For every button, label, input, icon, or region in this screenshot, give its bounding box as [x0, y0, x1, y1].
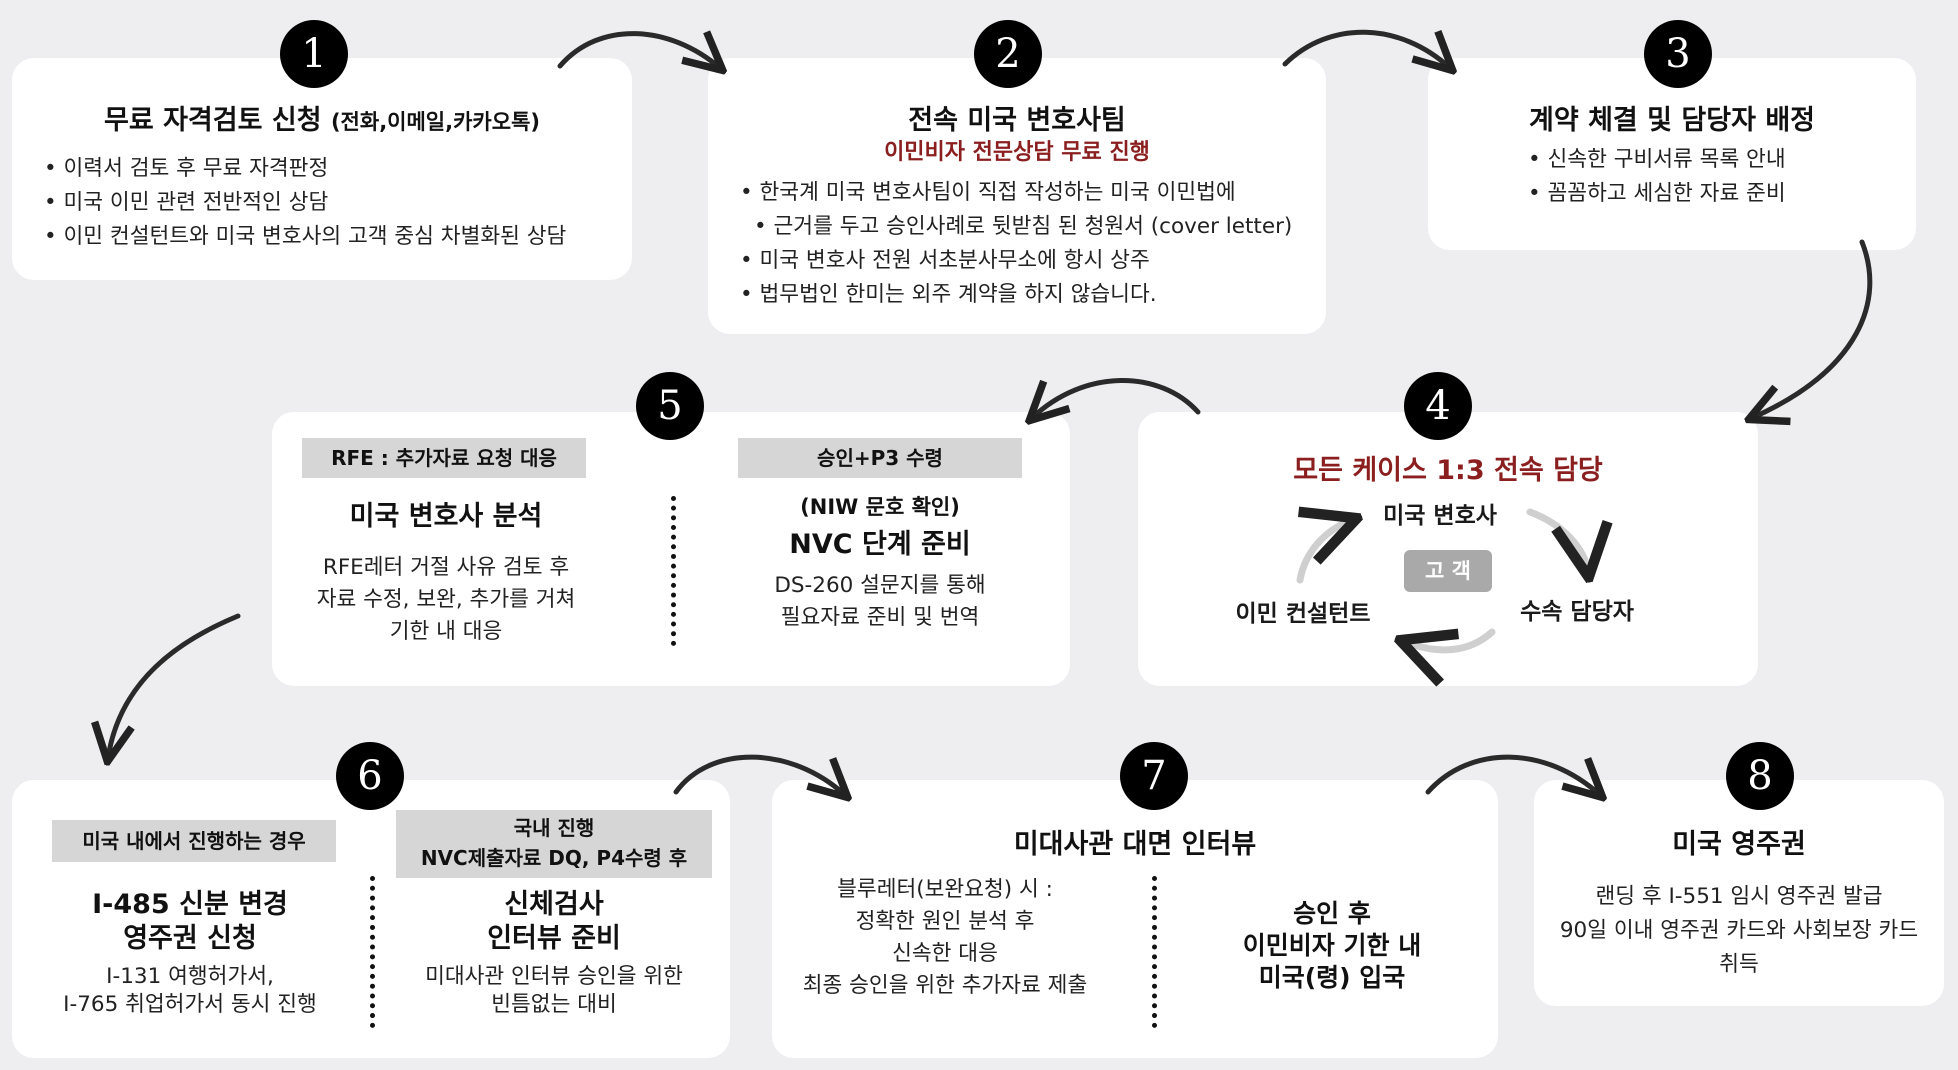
step-1-bullets: 이력서 검토 후 무료 자격판정 미국 이민 관련 전반적인 상담 이민 컨설턴…: [44, 152, 567, 254]
step-3-title: 계약 체결 및 담당자 배정: [1529, 105, 1815, 136]
arrow-6-to-7: [673, 754, 845, 795]
list-item: 이력서 검토 후 무료 자격판정: [44, 152, 566, 186]
step-4-customer-box: 고 객: [1404, 550, 1492, 592]
cycle-arrow-left: [1296, 520, 1352, 584]
step-1-title: 무료 자격검토 신청 (전화,이메일,카카오톡): [104, 105, 540, 136]
arrow-1-to-2: [557, 34, 720, 68]
step-5-divider: [671, 496, 676, 646]
step-5-left-tag: RFE : 추가자료 요청 대응: [302, 438, 586, 478]
step-4-role-consultant: 이민 컨설턴트: [1235, 601, 1371, 627]
arrow-7-to-8: [1425, 754, 1600, 795]
arrow-3-to-4: [1752, 239, 1873, 418]
step-8-text: 랜딩 후 I-551 임시 영주권 발급 90일 이내 영주권 카드와 사회보장…: [1559, 884, 1919, 977]
list-item: 근거를 두고 승인사례로 뒷받침 된 청원서 (cover letter): [740, 210, 1293, 244]
step-2-number: 2: [974, 20, 1042, 88]
list-item: 한국계 미국 변호사팀이 직접 작성하는 미국 이민법에: [740, 176, 1292, 210]
step-6-left-title: I-485 신분 변경 영주권 신청: [92, 889, 288, 954]
step-5-left-text: RFE레터 거절 사유 검토 후 자료 수정, 보완, 추가를 거쳐 기한 내 …: [316, 555, 576, 644]
list-item: 꼼꼼하고 세심한 자료 준비: [1528, 177, 1786, 211]
step-4-role-lawyer: 미국 변호사: [1383, 503, 1497, 529]
step-7-title: 미대사관 대면 인터뷰: [1013, 829, 1257, 860]
step-6-right-tag: 국내 진행 NVC제출자료 DQ, P4수령 후: [396, 810, 712, 878]
step-8-card: [1534, 780, 1944, 1006]
step-5-right-pre: (NIW 문호 확인): [800, 495, 960, 519]
list-item: 신속한 구비서류 목록 안내: [1528, 143, 1786, 177]
step-4-title: 모든 케이스 1:3 전속 담당: [1293, 455, 1603, 486]
cycle-arrow-bottom: [1405, 628, 1496, 650]
list-item: 미국 변호사 전원 서초분사무소에 항시 상주: [740, 244, 1292, 278]
list-item: 미국 이민 관련 전반적인 상담: [44, 186, 566, 220]
step-7-number: 7: [1120, 742, 1188, 810]
arrow-5-to-6: [108, 613, 241, 758]
step-7-left-text: 블루레터(보완요청) 시 : 정확한 원인 분석 후 신속한 대응 최종 승인을…: [802, 877, 1088, 998]
step-4-role-processor: 수속 담당자: [1520, 599, 1634, 625]
step-1-number: 1: [280, 20, 348, 88]
cycle-arrow-right: [1526, 508, 1588, 572]
arrow-2-to-3: [1282, 29, 1450, 68]
step-8-title: 미국 영주권: [1672, 829, 1806, 860]
step-2-title: 전속 미국 변호사팀: [908, 105, 1126, 136]
list-item: 이민 컨설턴트와 미국 변호사의 고객 중심 차별화된 상담: [44, 220, 567, 254]
step-6-left-tag: 미국 내에서 진행하는 경우: [52, 820, 336, 862]
step-2-subtitle: 이민비자 전문상담 무료 진행: [884, 140, 1150, 165]
step-3-number: 3: [1644, 20, 1712, 88]
step-6-left-text: I-131 여행허가서, I-765 취업허가서 동시 진행: [63, 964, 317, 1017]
step-4-number: 4: [1404, 372, 1472, 440]
step-3-bullets: 신속한 구비서류 목록 안내 꼼꼼하고 세심한 자료 준비: [1528, 143, 1786, 211]
step-6-number: 6: [336, 742, 404, 810]
step-5-right-text: DS-260 설문지를 통해 필요자료 준비 및 번역: [774, 573, 986, 630]
step-7-card: [772, 780, 1498, 1058]
step-5-right-title: NVC 단계 준비: [789, 529, 971, 560]
step-6-divider: [370, 876, 375, 1028]
step-6-right-text: 미대사관 인터뷰 승인을 위한 빈틈없는 대비: [425, 964, 683, 1017]
step-6-right-title: 신체검사 인터뷰 준비: [487, 889, 621, 954]
step-5-left-title: 미국 변호사 분석: [349, 501, 543, 532]
step-7-right-title: 승인 후 이민비자 기한 내 미국(령) 입국: [1242, 899, 1422, 992]
list-item: 법무법인 한미는 외주 계약을 하지 않습니다.: [740, 278, 1292, 312]
step-8-number: 8: [1726, 742, 1794, 810]
step-7-divider: [1152, 876, 1157, 1028]
arrow-4-to-5: [1032, 378, 1201, 418]
step-5-right-tag: 승인+P3 수령: [738, 438, 1022, 478]
step-1-title-channels: (전화,이메일,카카오톡): [330, 110, 540, 134]
step-5-number: 5: [636, 372, 704, 440]
step-2-bullets: 한국계 미국 변호사팀이 직접 작성하는 미국 이민법에 근거를 두고 승인사례…: [740, 176, 1293, 312]
